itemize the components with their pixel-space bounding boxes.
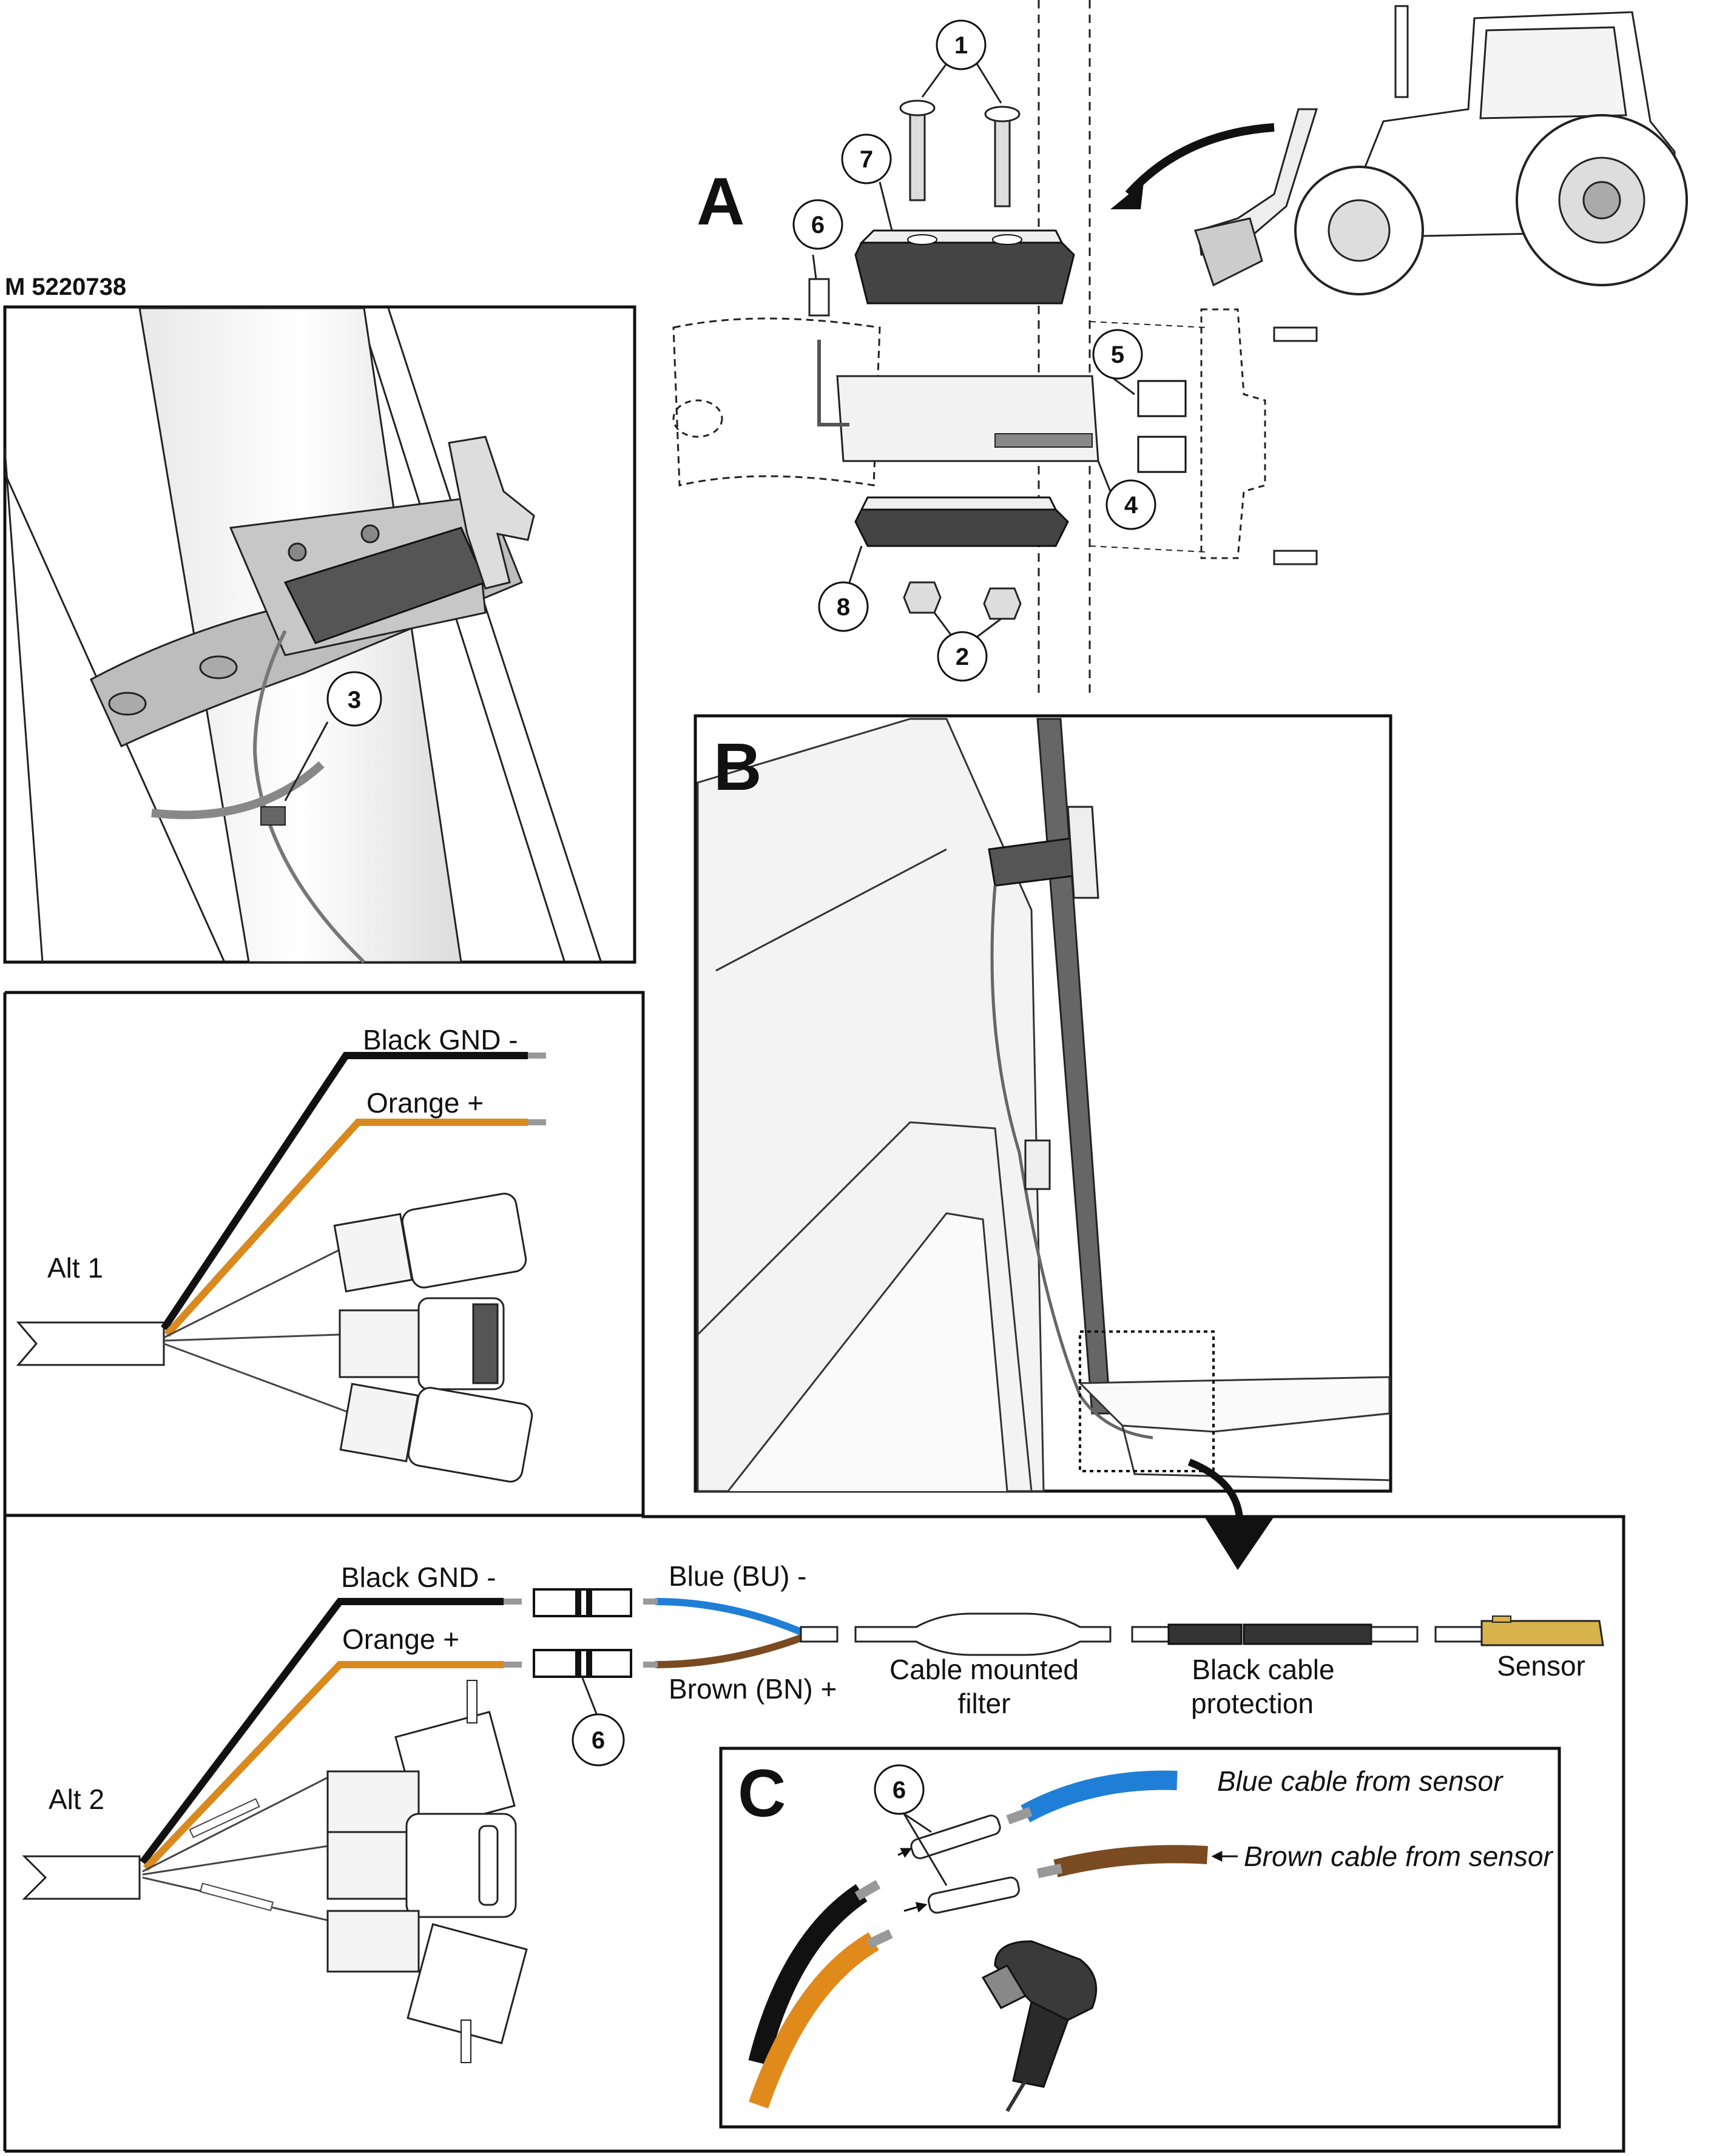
callout-3: 3 xyxy=(348,687,361,713)
callout-7: 7 xyxy=(860,146,873,173)
callout-5: 5 xyxy=(1111,342,1124,368)
filter-label-line2: filter xyxy=(958,1688,1011,1719)
alt2-title: Alt 2 xyxy=(49,1784,104,1815)
alt1-panel: Alt 1 Black GND - Orange + xyxy=(3,991,645,2151)
alt2-black-wire xyxy=(140,1598,504,1865)
tractor-illustration xyxy=(1194,5,1688,295)
alt2-orange-wire xyxy=(143,1661,504,1871)
cable-protection-right xyxy=(1243,1623,1372,1645)
butt-connector-bottom xyxy=(533,1649,632,1678)
callout-6-top: 6 xyxy=(811,212,825,238)
protection-label-line1: Black cable xyxy=(1192,1654,1334,1685)
alt1-connector-middle xyxy=(339,1297,505,1390)
alt1-orange-label: Orange + xyxy=(366,1087,484,1119)
callout-6-panel-c: 6 xyxy=(893,1777,906,1804)
callout-1: 1 xyxy=(954,32,968,59)
callout-4: 4 xyxy=(1124,492,1138,519)
alt2-panel: Alt 2 Black GND - Orange + xyxy=(5,1514,1625,2153)
cable-filter xyxy=(854,1612,1112,1656)
screw-pair xyxy=(899,99,1021,207)
protection-label-line2: protection xyxy=(1191,1688,1314,1719)
alt1-orange-wire xyxy=(164,1119,528,1338)
panel-b-letter: B xyxy=(714,730,761,804)
blue-wire xyxy=(655,1598,803,1636)
panel-c-black-cable xyxy=(748,1884,868,2066)
alt2-connector-bottom xyxy=(326,1910,528,2063)
panel-c-orange-cable xyxy=(748,1932,879,2109)
filter-label-line1: Cable mounted xyxy=(889,1654,1079,1685)
panel-a-exploded-view: A 1 7 6 xyxy=(672,0,1318,698)
panel-c-blue-cable xyxy=(1021,1770,1178,1823)
alt2-black-label: Black GND - xyxy=(341,1561,496,1593)
panel-a-letter: A xyxy=(697,164,744,239)
panel-c-letter: C xyxy=(738,1756,786,1831)
brown-wire xyxy=(655,1634,803,1668)
alt1-black-label: Black GND - xyxy=(363,1024,518,1056)
cable-protection-left xyxy=(1167,1623,1243,1645)
panel-c-brown-cable xyxy=(1053,1845,1208,1878)
callout-8: 8 xyxy=(837,594,850,621)
panel-c: C Blue cable from sensor Brown cable fro… xyxy=(719,1747,1561,2129)
panel-b: B xyxy=(694,714,1392,1493)
brown-wire-label: Brown (BN) + xyxy=(669,1673,837,1705)
blue-wire-label: Blue (BU) - xyxy=(669,1560,806,1592)
alt2-connector-middle xyxy=(326,1813,517,1918)
document-id: M 5220738 xyxy=(5,274,126,300)
panel-c-blue-label: Blue cable from sensor xyxy=(1217,1765,1503,1797)
panel-c-brown-label: Brown cable from sensor xyxy=(1244,1841,1553,1872)
alt2-orange-label: Orange + xyxy=(342,1623,459,1655)
alt2-connector-top xyxy=(326,1680,516,1833)
alt1-title: Alt 1 xyxy=(47,1252,103,1284)
callout-6-alt2: 6 xyxy=(592,1727,605,1754)
heat-gun-icon xyxy=(981,1940,1098,2112)
clamp-detail-panel: 3 xyxy=(3,305,636,964)
sensor-icon xyxy=(1480,1620,1604,1646)
sensor-label: Sensor xyxy=(1497,1650,1585,1682)
callout-2: 2 xyxy=(956,644,969,670)
alt1-black-wire xyxy=(161,1052,528,1331)
alt1-connector-bottom xyxy=(339,1383,533,1483)
alt1-connector-top xyxy=(333,1193,527,1293)
butt-connector-top xyxy=(533,1588,632,1617)
